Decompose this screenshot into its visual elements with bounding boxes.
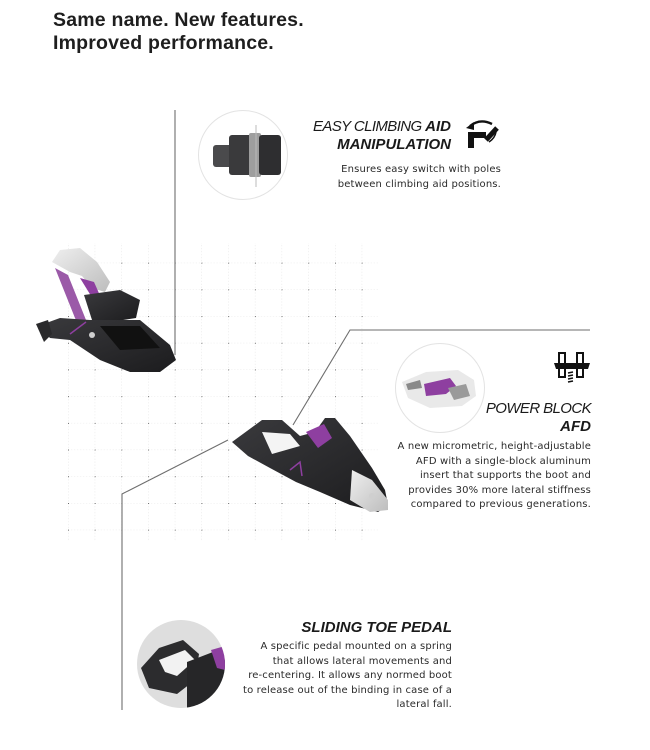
heel-piece-render — [36, 248, 176, 372]
connector-power-block — [292, 329, 590, 426]
power-block-description: A new micrometric, height-adjustable AFD… — [397, 441, 591, 511]
headline-line-1: Same name. New features. — [53, 9, 304, 31]
headline-line-2: Improved performance. — [53, 32, 274, 54]
climbing-aid-thumbnail — [198, 110, 288, 200]
headline: Same name. New features. Improved perfor… — [53, 9, 304, 55]
connector-toe-pedal — [121, 439, 229, 710]
climbing-aid-title: EASY CLIMBING AID MANIPULATION — [312, 118, 451, 153]
toe-pedal-description: A specific pedal mounted on a spring tha… — [243, 641, 452, 711]
toe-piece-render — [232, 418, 388, 512]
toe-pedal-title: SLIDING TOE PEDAL — [301, 619, 452, 636]
power-block-thumbnail — [395, 343, 485, 433]
climbing-aid-rotate-icon — [466, 120, 499, 148]
toe-pedal-render — [141, 640, 225, 708]
power-block-title: POWER BLOCK AFD — [485, 400, 592, 435]
toe-pedal-thumbnail — [137, 620, 225, 708]
height-adjust-afd-icon — [554, 352, 590, 383]
power-block-render — [402, 370, 476, 408]
connector-lines — [121, 110, 590, 710]
climbing-aid-render — [213, 125, 281, 187]
climbing-aid-description: Ensures easy switch with poles between c… — [337, 164, 501, 190]
